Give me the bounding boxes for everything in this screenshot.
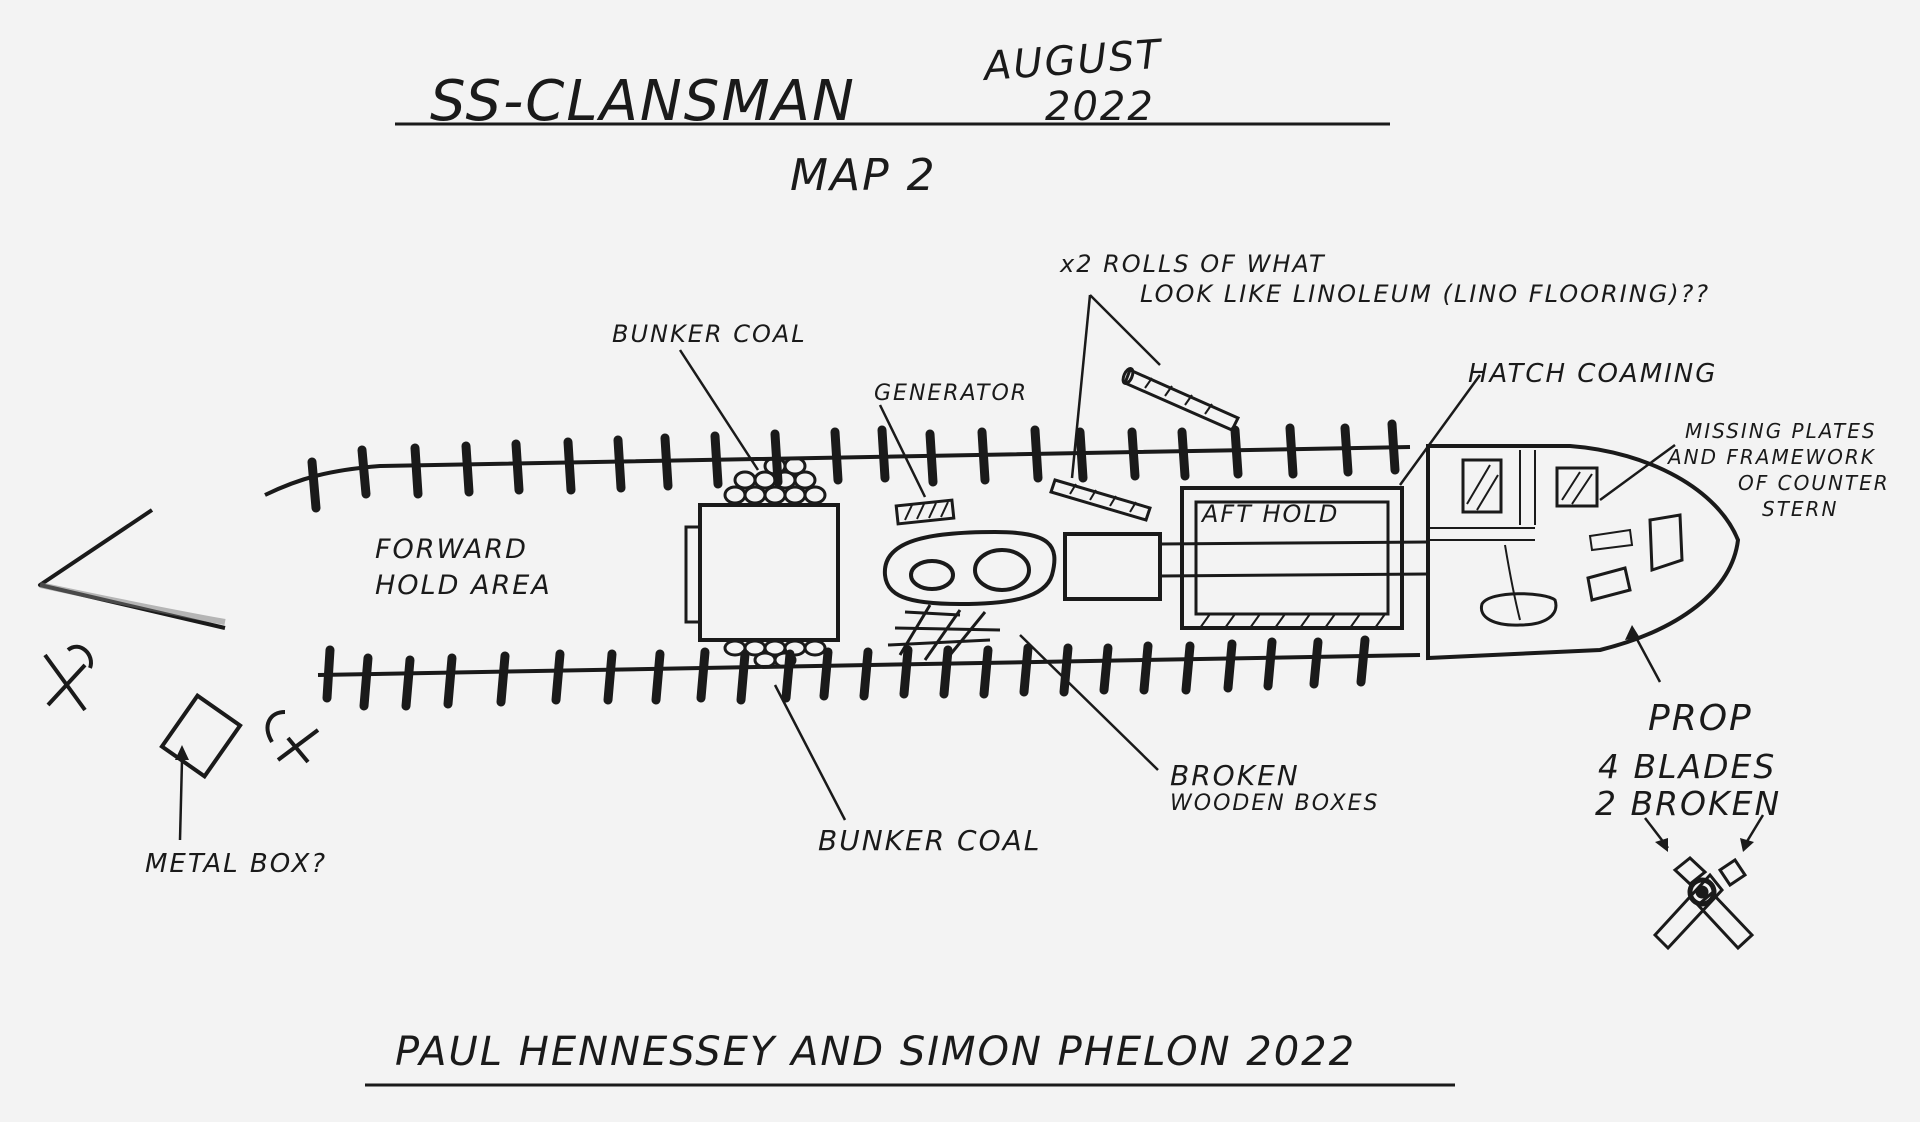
propeller-icon [1652,856,1755,951]
generator-block [894,498,956,526]
stern-internal-framing [1428,450,1536,621]
linoleum-roll-lower [1049,478,1152,522]
stern-plate-5 [1479,592,1558,627]
metal-box [159,692,243,780]
date-month: AUGUST [979,32,1165,91]
stern-plate-1 [1461,458,1503,514]
stern-plate-1-hatching [1466,464,1499,511]
label-broken-line2: WOODEN BOXES [1170,791,1379,816]
label-metal-box: METAL BOX? [145,849,327,879]
starboard-frames [322,635,1370,711]
label-prop-line3: 2 BROKEN [1595,784,1781,823]
aft-hold-coaming-outer [1180,486,1404,630]
label-missing-line2: AND FRAMEWORK [1666,445,1876,469]
credits: PAUL HENNESSEY AND SIMON PHELON 2022 [395,1029,1356,1075]
stern-plate-3 [1648,513,1684,573]
generator-hatching [904,501,949,521]
map-subtitle: MAP 2 [790,150,937,201]
date-year: 2022 [1045,84,1155,130]
label-forward-line1: FORWARD [375,534,528,565]
port-hull-side [264,445,1411,497]
shaft-tunnel-upper [1159,540,1429,546]
engine-cylinder-fwd [909,559,955,591]
label-prop-line2: 4 BLADES [1598,747,1776,786]
bunker-coal-pile-top [723,456,827,505]
machinery-block [1063,532,1162,601]
engine-outline [882,529,1057,607]
label-aft-hold: AFT HOLD [1200,500,1339,528]
linoleum-roll-upper [1121,367,1241,432]
anchor-icon [43,644,93,712]
anchor-icon-2 [265,710,320,764]
boiler-block [698,503,840,642]
boiler-flange [684,525,702,624]
port-frames [307,419,1400,513]
stern-plate-6 [1588,528,1634,552]
leader-lines [178,294,1765,849]
label-rolls-line2: LOOK LIKE LINOLEUM (LINO FLOORING)?? [1140,280,1710,308]
bow-outline-shadow [39,582,226,625]
label-bunker-coal-top: BUNKER COAL [612,320,807,348]
label-hatch-coaming: HATCH COAMING [1468,359,1717,389]
label-missing-line1: MISSING PLATES [1685,419,1877,443]
label-broken-line1: BROKEN [1170,759,1300,792]
label-forward-line2: HOLD AREA [375,570,552,601]
broken-wooden-boxes [887,604,1001,661]
label-missing-line3: OF COUNTER [1738,471,1890,495]
stern-plate-2 [1555,466,1599,508]
bow-outline [38,508,226,630]
label-rolls-line1: x2 ROLLS OF WHAT [1059,250,1326,278]
stern-plate-4 [1586,566,1632,602]
aft-hold-coaming-inner [1194,500,1390,616]
engine-cylinder-aft [973,548,1031,592]
bunker-coal-pile-bottom [723,639,827,669]
label-missing-line4: STERN [1762,497,1838,521]
stern-plate-2-hatching [1561,471,1593,505]
label-bunker-coal-bottom: BUNKER COAL [818,824,1041,857]
aft-hold-hatching [1199,613,1386,629]
label-prop-line1: PROP [1648,698,1753,739]
stern-outline [1426,444,1741,661]
arrowheads [175,625,1754,852]
label-generator: GENERATOR [874,381,1028,406]
shaft-tunnel-lower [1159,572,1429,578]
